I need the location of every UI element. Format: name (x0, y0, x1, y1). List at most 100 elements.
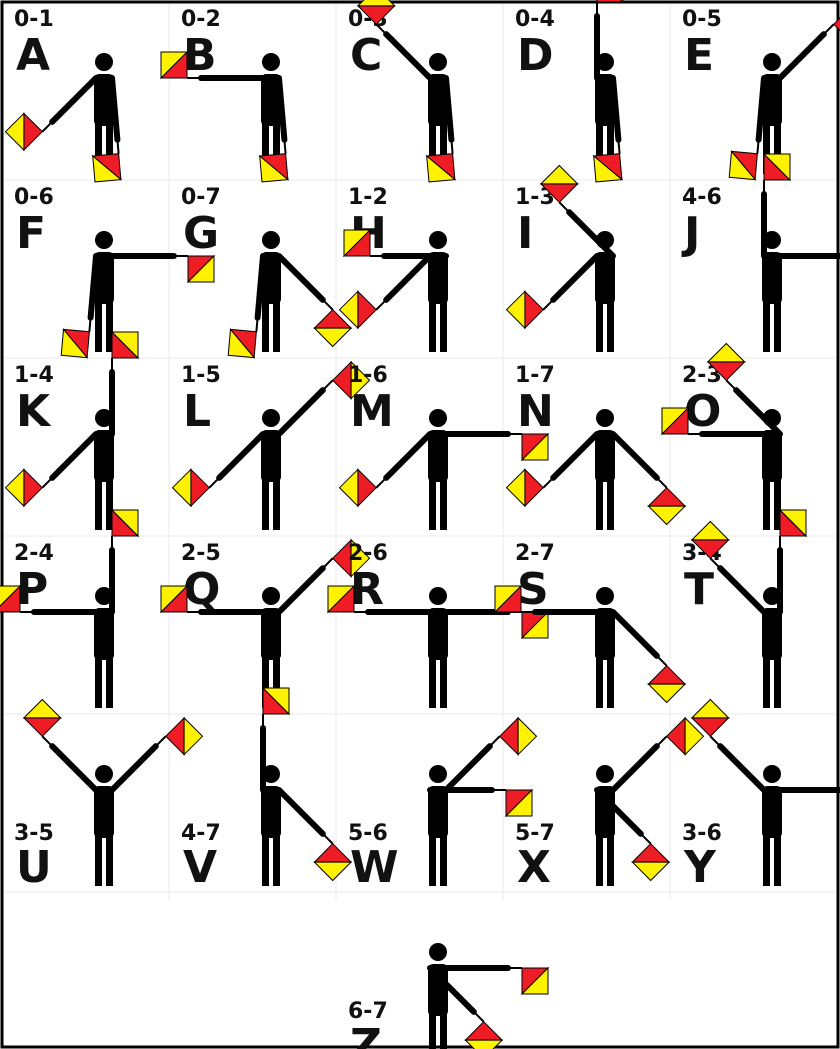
signal-letter: X (517, 842, 551, 893)
figure-head (429, 409, 447, 427)
flag (427, 154, 455, 182)
figure-leg-left (596, 656, 603, 708)
figure-leg-left (95, 300, 102, 352)
figure-head (429, 943, 447, 961)
figure-head (429, 53, 447, 71)
figure-leg-left (95, 834, 102, 886)
signal-code: 0-1 (14, 7, 54, 32)
signal-code: 1-5 (181, 363, 221, 388)
flag-pole (284, 140, 285, 154)
figure-torso (595, 608, 615, 660)
flag (112, 510, 138, 536)
signal-code: 0-6 (14, 185, 54, 210)
figure-leg-right (774, 300, 781, 352)
flag (328, 586, 354, 612)
figure-leg-left (262, 834, 269, 886)
signal-code: 2-7 (515, 541, 555, 566)
signal-code: 1-6 (348, 363, 388, 388)
figure-leg-left (763, 656, 770, 708)
flag (764, 154, 790, 180)
signal-code: 4-6 (682, 185, 722, 210)
figure-torso (94, 430, 114, 482)
signal-letter: O (684, 386, 721, 437)
flag-pole (757, 140, 758, 154)
signal-letter: N (517, 386, 554, 437)
figure-leg-right (607, 656, 614, 708)
figure-torso (595, 430, 615, 482)
signal-letter: T (684, 564, 714, 615)
figure-leg-right (440, 1012, 447, 1049)
figure-torso (762, 786, 782, 838)
figure-head (95, 231, 113, 249)
flag-pole (451, 140, 452, 154)
flag (260, 154, 288, 182)
signal-letter: D (517, 30, 554, 81)
signal-letter: Q (183, 564, 220, 615)
figure-leg-left (262, 300, 269, 352)
figure-leg-right (440, 656, 447, 708)
signal-letter: P (16, 564, 48, 615)
signal-letter: A (16, 30, 50, 81)
figure-leg-left (429, 478, 436, 530)
signal-code: 0-7 (181, 185, 221, 210)
flag (506, 790, 532, 816)
signal-letter: J (681, 208, 700, 259)
flag-pole (618, 140, 619, 154)
flag (0, 586, 20, 612)
figure-torso (595, 252, 615, 304)
flag (729, 151, 757, 179)
signal-letter: K (16, 386, 52, 437)
signal-code: 0-2 (181, 7, 221, 32)
figure-head (429, 587, 447, 605)
figure-head (262, 53, 280, 71)
figure-torso (762, 252, 782, 304)
figure-torso (94, 786, 114, 838)
flag-pole (117, 140, 118, 154)
figure-torso (428, 430, 448, 482)
figure-leg-left (596, 478, 603, 530)
signal-letter: E (684, 30, 714, 81)
figure-torso (762, 430, 782, 482)
figure-leg-right (106, 834, 113, 886)
figure-leg-left (95, 656, 102, 708)
figure-leg-left (95, 478, 102, 530)
flag (780, 510, 806, 536)
figure-leg-left (763, 834, 770, 886)
flag (662, 408, 688, 434)
figure-head (763, 765, 781, 783)
figure-leg-right (774, 834, 781, 886)
figure-head (763, 53, 781, 71)
figure-torso (261, 430, 281, 482)
flag (263, 688, 289, 714)
figure-torso (428, 252, 448, 304)
figure-leg-left (763, 300, 770, 352)
figure-head (429, 765, 447, 783)
signal-letter: L (183, 386, 211, 437)
figure-leg-right (774, 656, 781, 708)
figure-torso (261, 786, 281, 838)
figure-torso (428, 608, 448, 660)
figure-leg-right (440, 300, 447, 352)
signal-letter: Y (683, 842, 717, 893)
figure-leg-left (429, 656, 436, 708)
figure-head (95, 765, 113, 783)
figure-leg-right (273, 478, 280, 530)
signal-code: 2-5 (181, 541, 221, 566)
signal-code: 0-5 (682, 7, 722, 32)
signal-code: 2-4 (14, 541, 54, 566)
figure-torso (428, 786, 448, 838)
signal-letter: M (350, 386, 394, 437)
figure-leg-right (106, 656, 113, 708)
figure-head (429, 231, 447, 249)
flag (188, 256, 214, 282)
figure-leg-left (763, 478, 770, 530)
signal-letter: B (183, 30, 217, 81)
flag (522, 434, 548, 460)
flag (344, 230, 370, 256)
signal-code: 1-7 (515, 363, 555, 388)
signal-code: 0-4 (515, 7, 555, 32)
figure-leg-left (596, 300, 603, 352)
signal-letter: F (16, 208, 46, 259)
flag (522, 612, 548, 638)
